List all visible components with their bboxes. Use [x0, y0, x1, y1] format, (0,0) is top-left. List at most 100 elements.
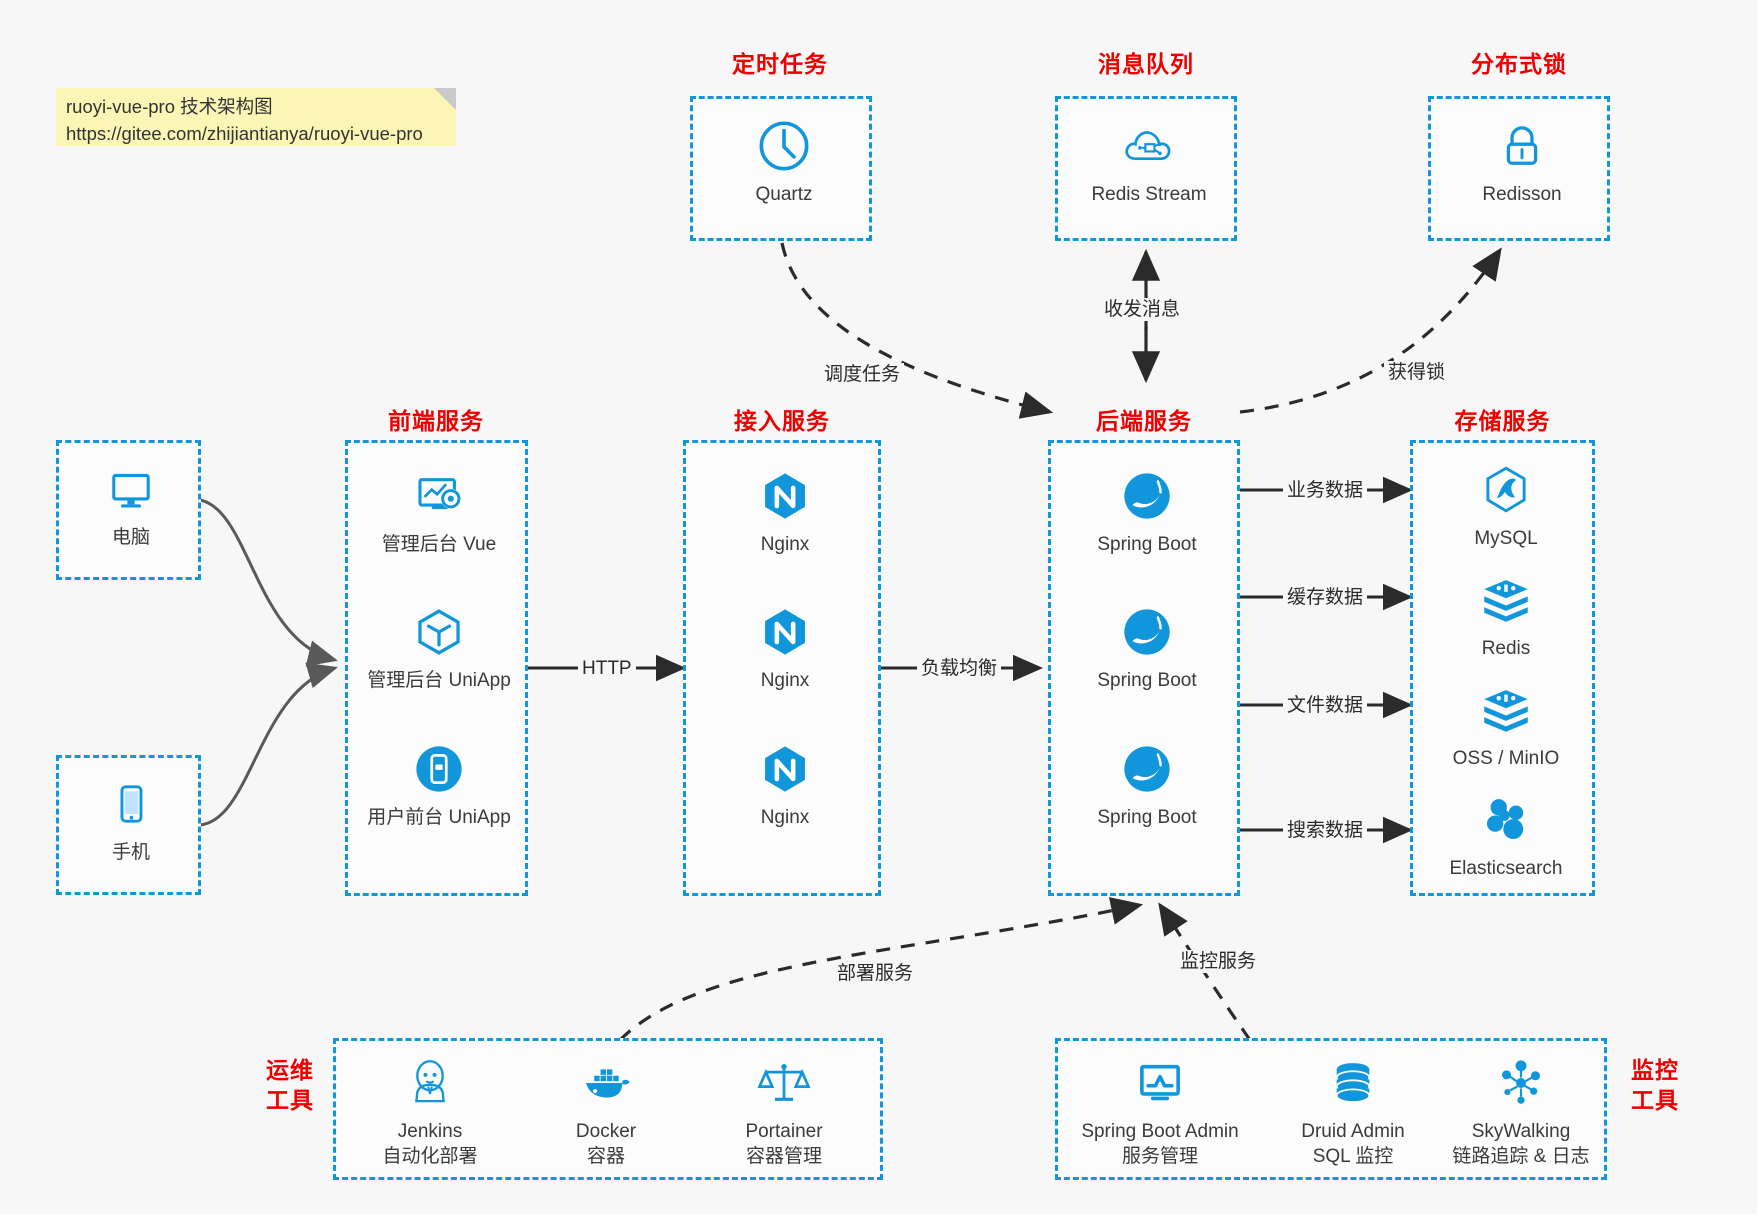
node-label: SkyWalking [1471, 1121, 1571, 1142]
node-label: Nginx [760, 670, 810, 691]
mysql-icon [1486, 466, 1526, 513]
node-label: Spring Boot [1097, 534, 1197, 555]
group-title-monitor-line1: 监控 [1631, 1057, 1679, 1083]
node-label: Spring Boot [1097, 807, 1197, 828]
group-gateway: Nginx Nginx Nginx [683, 440, 881, 896]
node-spring-boot-admin[interactable]: Spring Boot Admin 服务管理 [1080, 1054, 1240, 1170]
node-mysql[interactable]: MySQL [1426, 461, 1586, 551]
node-spring-boot-2[interactable]: Spring Boot [1067, 603, 1227, 693]
node-elasticsearch[interactable]: Elasticsearch [1426, 791, 1586, 881]
node-phone[interactable]: 手机 [51, 775, 211, 865]
group-title-frontend: 前端服务 [388, 408, 484, 434]
database-icon [1335, 1063, 1371, 1103]
node-sublabel: 容器管理 [745, 1146, 822, 1167]
node-user-uniapp[interactable]: 用户前台 UniApp [359, 740, 519, 830]
node-nginx-2[interactable]: Nginx [705, 603, 865, 693]
node-label: Docker [575, 1121, 637, 1142]
group-title-message-queue: 消息队列 [1098, 51, 1194, 77]
dashboard-gear-icon [418, 478, 461, 510]
edge-label-deploy-service: 部署服务 [833, 962, 918, 985]
group-title-scheduled-task: 定时任务 [732, 51, 828, 77]
node-label: 管理后台 Vue [381, 534, 497, 555]
monitor-chart-icon [1140, 1064, 1180, 1101]
node-label: Quartz [755, 184, 813, 205]
portainer-scale-icon [757, 1063, 811, 1101]
group-distributed-lock: Redisson [1428, 96, 1610, 241]
elasticsearch-icon [1486, 799, 1524, 840]
edge-label-monitor-service: 监控服务 [1176, 950, 1261, 973]
edge-label-schedule-task: 调度任务 [820, 363, 905, 386]
group-title-monitor-line2: 工具 [1631, 1087, 1679, 1113]
node-sublabel: 服务管理 [1121, 1146, 1198, 1167]
node-label: Spring Boot Admin [1081, 1121, 1239, 1142]
node-nginx-3[interactable]: Nginx [705, 740, 865, 830]
node-sublabel: 链路追踪 & 日志 [1452, 1146, 1590, 1167]
node-redis-stream[interactable]: Redis Stream [1069, 117, 1229, 207]
group-backend: Spring Boot Spring Boot Spring Boot [1048, 440, 1240, 896]
uniapp-cube-icon [418, 609, 460, 655]
group-title-devops-line2: 工具 [266, 1087, 314, 1113]
monitor-icon [112, 473, 150, 508]
edge-label-file-data: 文件数据 [1283, 694, 1368, 717]
group-monitor-tools: Spring Boot Admin 服务管理 Druid Admin SQL 监… [1055, 1038, 1607, 1180]
node-druid-admin[interactable]: Druid Admin SQL 监控 [1273, 1054, 1433, 1170]
node-computer[interactable]: 电脑 [51, 460, 211, 550]
node-quartz[interactable]: Quartz [704, 117, 864, 207]
node-label: 电脑 [111, 527, 150, 548]
nginx-icon [765, 609, 805, 655]
node-admin-uniapp[interactable]: 管理后台 UniApp [359, 603, 519, 693]
note-fold-corner [434, 88, 456, 110]
edge-label-search-data: 搜索数据 [1283, 819, 1368, 842]
node-label: 用户前台 UniApp [367, 807, 511, 828]
node-label: OSS / MinIO [1452, 748, 1560, 769]
node-sublabel: 容器 [586, 1146, 625, 1167]
clock-icon [759, 121, 809, 171]
node-label: Redis [1481, 638, 1531, 659]
group-devops-tools: Jenkins 自动化部署 Docker 容器 [333, 1038, 883, 1180]
group-frontend: 管理后台 Vue 管理后台 UniApp 用户前台 UniApp [345, 440, 528, 896]
node-label: Redis Stream [1091, 184, 1207, 205]
node-jenkins[interactable]: Jenkins 自动化部署 [350, 1054, 510, 1170]
node-redis[interactable]: Redis [1426, 571, 1586, 661]
jenkins-icon [415, 1060, 445, 1103]
docker-icon [586, 1069, 630, 1098]
edge-label-cache-data: 缓存数据 [1283, 586, 1368, 609]
spring-boot-icon [1124, 473, 1170, 519]
group-message-queue: Redis Stream [1055, 96, 1237, 241]
node-spring-boot-3[interactable]: Spring Boot [1067, 740, 1227, 830]
lock-icon [1506, 126, 1538, 165]
node-skywalking[interactable]: SkyWalking 链路追踪 & 日志 [1441, 1054, 1601, 1170]
node-nginx-1[interactable]: Nginx [705, 467, 865, 557]
node-admin-vue[interactable]: 管理后台 Vue [359, 467, 519, 557]
node-label: Druid Admin [1301, 1121, 1405, 1142]
mobile-app-icon [416, 746, 462, 792]
group-phone: 手机 [56, 755, 201, 895]
node-label: Spring Boot [1097, 670, 1197, 691]
node-docker[interactable]: Docker 容器 [526, 1054, 686, 1170]
node-oss-minio[interactable]: OSS / MinIO [1426, 681, 1586, 771]
note-card: ruoyi-vue-pro 技术架构图 https://gitee.com/zh… [56, 88, 456, 146]
group-title-monitor: 监控 工具 [1620, 1055, 1690, 1115]
node-label: Elasticsearch [1449, 858, 1563, 879]
edge-label-acquire-lock: 获得锁 [1384, 361, 1450, 384]
smartphone-icon [120, 785, 143, 823]
group-scheduled-task: Quartz [690, 96, 872, 241]
edge-label-business-data: 业务数据 [1283, 479, 1368, 502]
spring-boot-icon [1124, 609, 1170, 655]
node-redisson[interactable]: Redisson [1442, 117, 1602, 207]
nginx-icon [765, 746, 805, 792]
oss-icon [1484, 690, 1528, 732]
node-sublabel: 自动化部署 [382, 1146, 478, 1167]
node-spring-boot-1[interactable]: Spring Boot [1067, 467, 1227, 557]
group-computer: 电脑 [56, 440, 201, 580]
group-title-backend: 后端服务 [1096, 408, 1192, 434]
note-url: https://gitee.com/zhijiantianya/ruoyi-vu… [66, 123, 423, 144]
redis-icon [1484, 580, 1528, 622]
node-portainer[interactable]: Portainer 容器管理 [704, 1054, 864, 1170]
node-label: Nginx [760, 534, 810, 555]
group-title-devops-line1: 运维 [266, 1057, 314, 1083]
group-title-distributed-lock: 分布式锁 [1471, 51, 1567, 77]
edge-label-load-balance: 负载均衡 [917, 657, 1002, 680]
node-label: 手机 [111, 842, 150, 863]
